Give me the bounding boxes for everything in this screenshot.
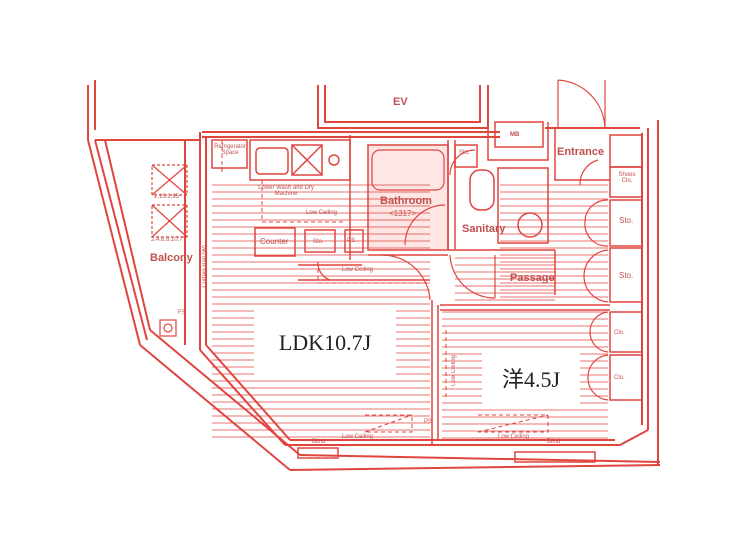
ev-label: EV (393, 96, 408, 108)
outdoor-units (151, 164, 188, 337)
blind-left-label: Blind (312, 439, 326, 445)
closet-label-1: Clo. (614, 330, 625, 336)
washer-label: Lower Wash and Dry Machine (258, 185, 314, 197)
refrigerator-space-label: Refrigerator Space (214, 144, 246, 156)
low-ceiling-bedroom-label: Low Ceiling (498, 434, 530, 440)
blind-right-label: Blind (547, 439, 561, 445)
ldk-room-label: LDK10.7J (254, 310, 396, 376)
bath-storage-label: Sto. (459, 150, 470, 156)
door-arcs (317, 79, 609, 401)
bathroom-size-label: <1317> (389, 209, 417, 218)
low-ceiling-marks (221, 140, 549, 433)
outdoor-unit-label-1: 1.15.2.95 (154, 194, 180, 200)
mb-label: MB (510, 132, 520, 138)
western-room-label: 洋4.5J (482, 350, 580, 406)
pipe-space-label: PS (347, 238, 356, 244)
kitchen-storage-label: Sto. (313, 239, 324, 245)
storage-label-1: Sto. (619, 216, 634, 225)
pipe-space-bottom-label: PS (424, 419, 433, 425)
outer-walls (87, 80, 661, 471)
sanitary-label: Sanitary (462, 223, 506, 235)
bathtub (371, 149, 445, 191)
interior-walls (211, 121, 643, 463)
closet-label-2: Clo. (614, 375, 625, 381)
low-ceiling-bedroom-side-label: Low Ceiling (451, 355, 457, 387)
fs-label: FS (178, 310, 186, 316)
passage-label: Passage (510, 272, 555, 284)
counter-label: Counter (260, 237, 289, 246)
outdoor-unit-label-2: 2.4.6.8.10.7 (151, 237, 183, 243)
low-ceiling-kitchen-label: Low Ceiling (306, 210, 338, 216)
storage-label-2: Sto. (619, 271, 634, 280)
curtain-rail-label: Curtain Rail (W) (202, 245, 208, 288)
shoe-closet-label: Shoes Clo. (618, 172, 636, 184)
entrance-label: Entrance (557, 146, 605, 158)
low-ceiling-ldk-label: Low Ceiling (342, 434, 374, 440)
bathroom-label: Bathroom (380, 195, 432, 207)
balcony-label: Balcony (150, 252, 193, 264)
low-ceiling-hall-label: Low Ceiling (342, 267, 374, 273)
